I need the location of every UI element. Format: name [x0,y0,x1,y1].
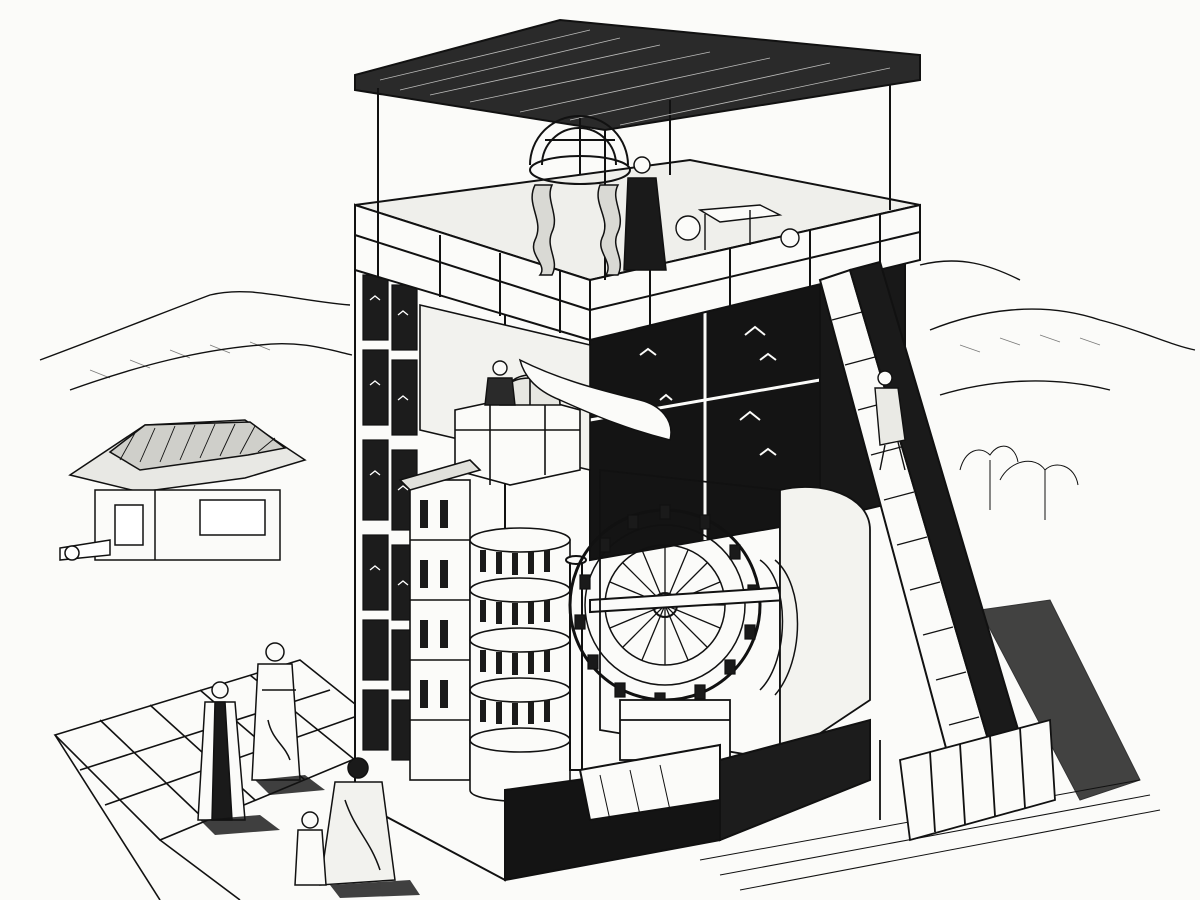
deck-table [675,204,800,250]
stair-railing-base [879,718,1056,842]
interior-figure [484,360,516,406]
figure-middle [251,642,301,781]
stair-climber [874,370,906,471]
distant-trees [959,445,1079,520]
deck-figure [623,156,667,271]
jackwork-figures-left [420,500,448,708]
pavilion-roof-tiles [119,423,276,463]
side-pavilion [59,419,307,561]
figure-foreground [294,757,396,886]
figure-shadows [200,775,420,898]
drum-figures [480,550,550,725]
deck-railing-posts [377,214,881,333]
armillary-sphere [529,115,631,185]
wheel-rear-rim [759,559,799,696]
left-face-panel-birds [369,295,409,586]
roof-texture [379,29,891,126]
figure-left [197,681,246,821]
tower-base [504,718,871,882]
hill-hatching [89,334,1101,379]
distant-hills [39,260,1196,396]
dragon-pillars [531,184,621,276]
right-paving [699,599,1161,891]
stair-steps [831,311,980,726]
flowing-cloth [518,358,672,441]
